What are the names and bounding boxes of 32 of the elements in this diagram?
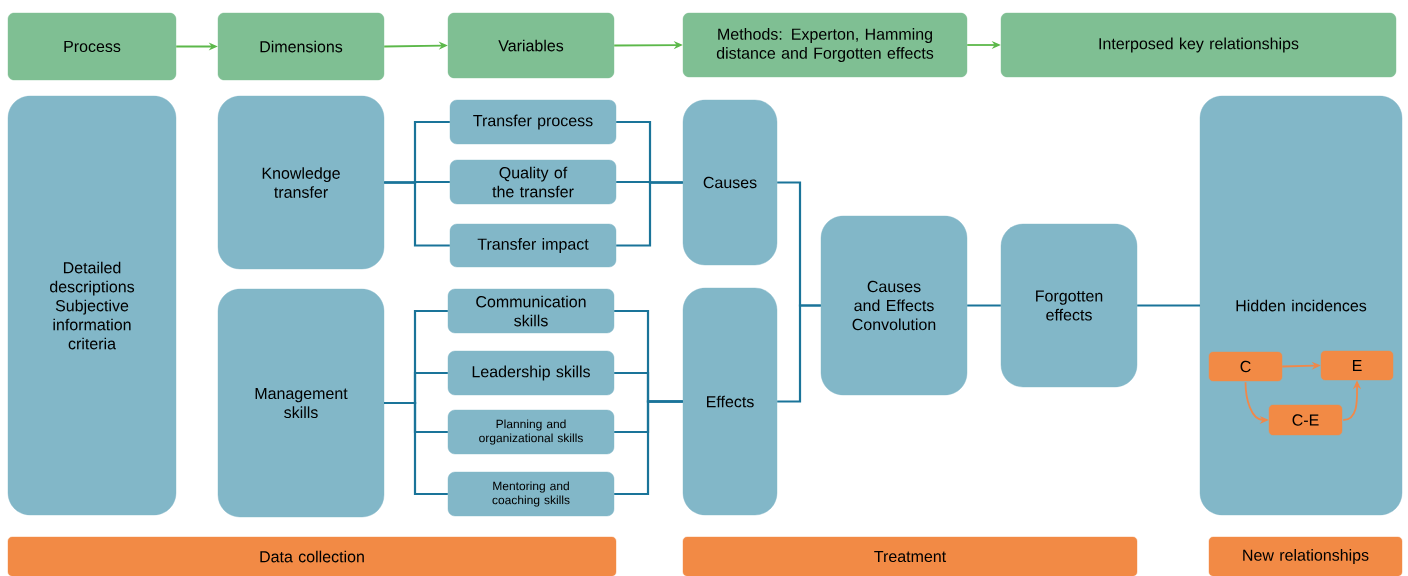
rounded-box: Mentoring and coaching skills	[447, 471, 615, 517]
step-box: Process	[7, 12, 177, 81]
connector-line	[614, 400, 683, 496]
connector-line	[384, 401, 448, 496]
band: Data collection	[7, 536, 617, 576]
rounded-box: Quality of the transfer	[449, 159, 617, 205]
connector-line	[616, 181, 683, 247]
rounded-box: Effects	[682, 287, 778, 516]
rounded-box: Transfer process	[449, 99, 617, 145]
rounded-box: Forgotten effects	[1000, 223, 1138, 388]
rounded-box: Knowledge transfer	[217, 95, 385, 270]
connector-line	[384, 181, 450, 247]
connector-line	[777, 304, 821, 403]
step-box: Interposed key relationships	[1000, 12, 1397, 78]
rounded-box: Leadership skills	[447, 350, 615, 396]
step-box: Methods: Experton, Hamming distance and Forgotten effects	[682, 12, 968, 78]
step-box: Variables	[447, 12, 615, 79]
band: Treatment	[682, 536, 1138, 576]
band: New relationships	[1208, 536, 1403, 576]
small-box: C	[1208, 351, 1283, 382]
small-box: E	[1320, 350, 1394, 381]
rounded-box: Management skills	[217, 288, 385, 518]
connector-line	[967, 304, 1001, 307]
rounded-box: Transfer impact	[449, 223, 617, 268]
connector-line	[1137, 304, 1200, 307]
step-box: Dimensions	[217, 12, 385, 81]
rounded-box: Communication skills	[447, 288, 615, 334]
rounded-box: Planning and organizational skills	[447, 409, 615, 455]
rounded-box: Detailed descriptions Subjective information criteria	[7, 95, 177, 516]
rounded-box: Causes	[682, 99, 778, 266]
small-box: C-E	[1268, 404, 1343, 436]
rounded-box: Causes and Effects Convolution	[820, 215, 968, 396]
